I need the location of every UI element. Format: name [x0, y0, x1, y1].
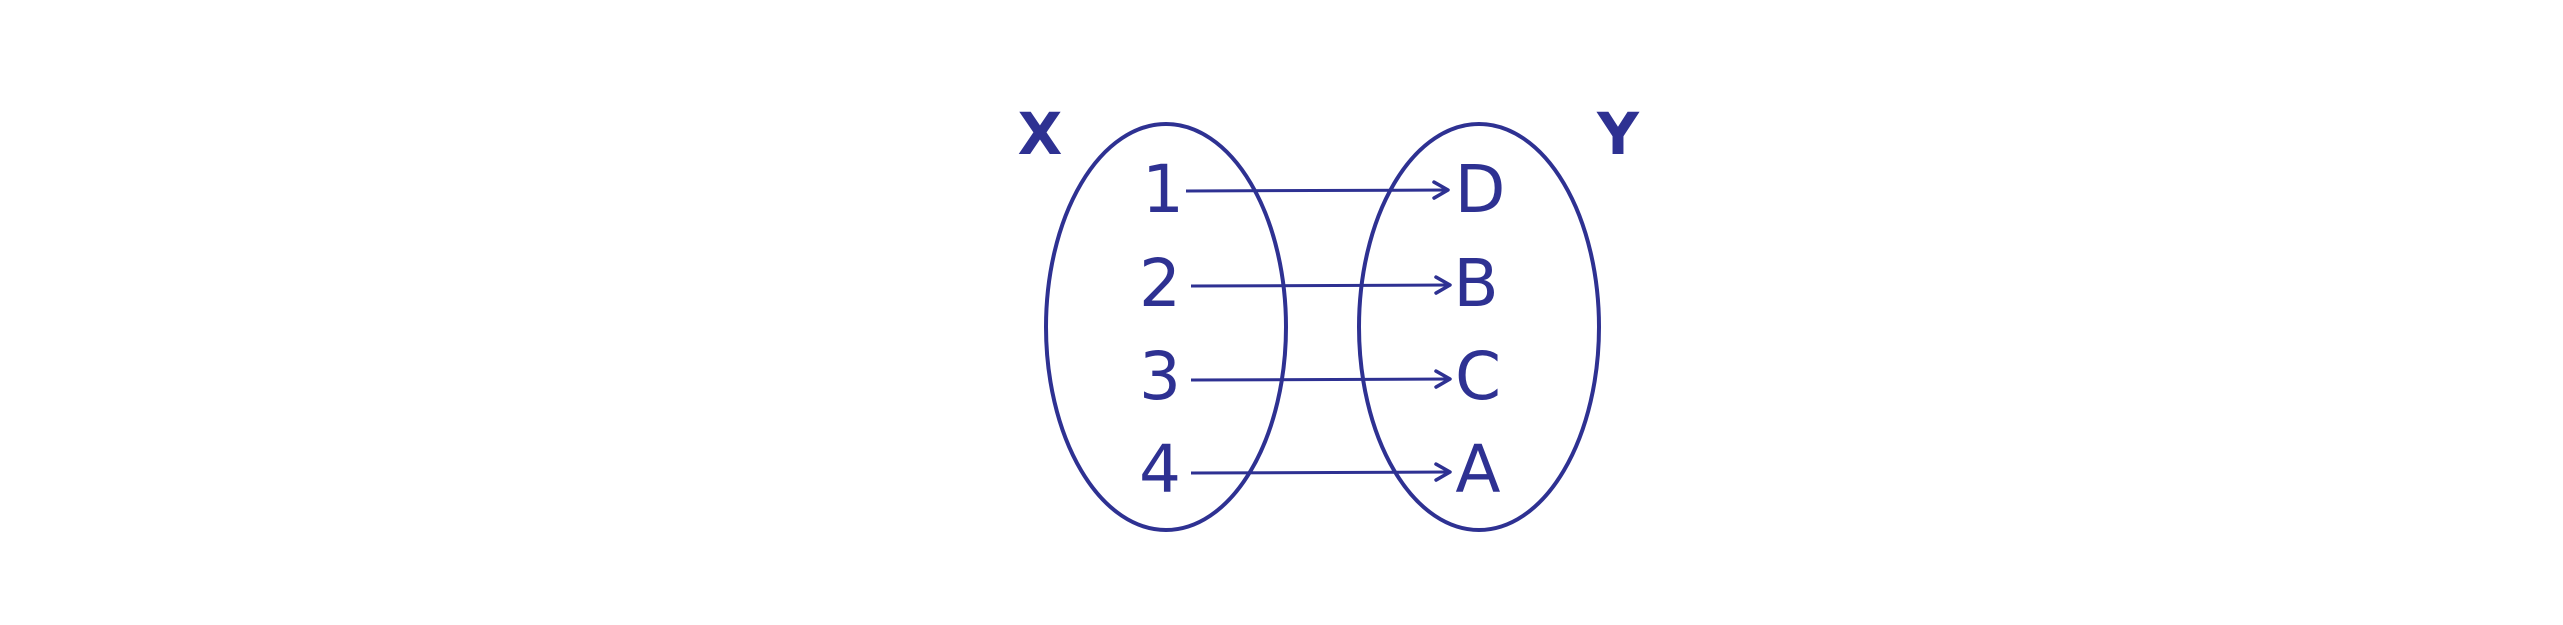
mapping-arrow — [1190, 369, 1452, 389]
domain-element: 3 — [1139, 338, 1181, 415]
set-y-label: Y — [1596, 100, 1640, 168]
mapping-arrow — [1190, 462, 1452, 482]
domain-element: 4 — [1139, 431, 1181, 508]
domain-element: 1 — [1142, 151, 1184, 228]
mapping-arrow — [1190, 275, 1452, 295]
codomain-element: B — [1453, 245, 1498, 322]
mapping-arrow — [1185, 180, 1450, 200]
set-x-oval — [1044, 122, 1288, 532]
codomain-element: C — [1455, 338, 1501, 415]
domain-element: 2 — [1139, 245, 1181, 322]
codomain-element: A — [1455, 431, 1500, 508]
codomain-element: D — [1455, 151, 1506, 228]
set-y-oval — [1357, 122, 1601, 532]
set-x-label: X — [1018, 100, 1063, 168]
